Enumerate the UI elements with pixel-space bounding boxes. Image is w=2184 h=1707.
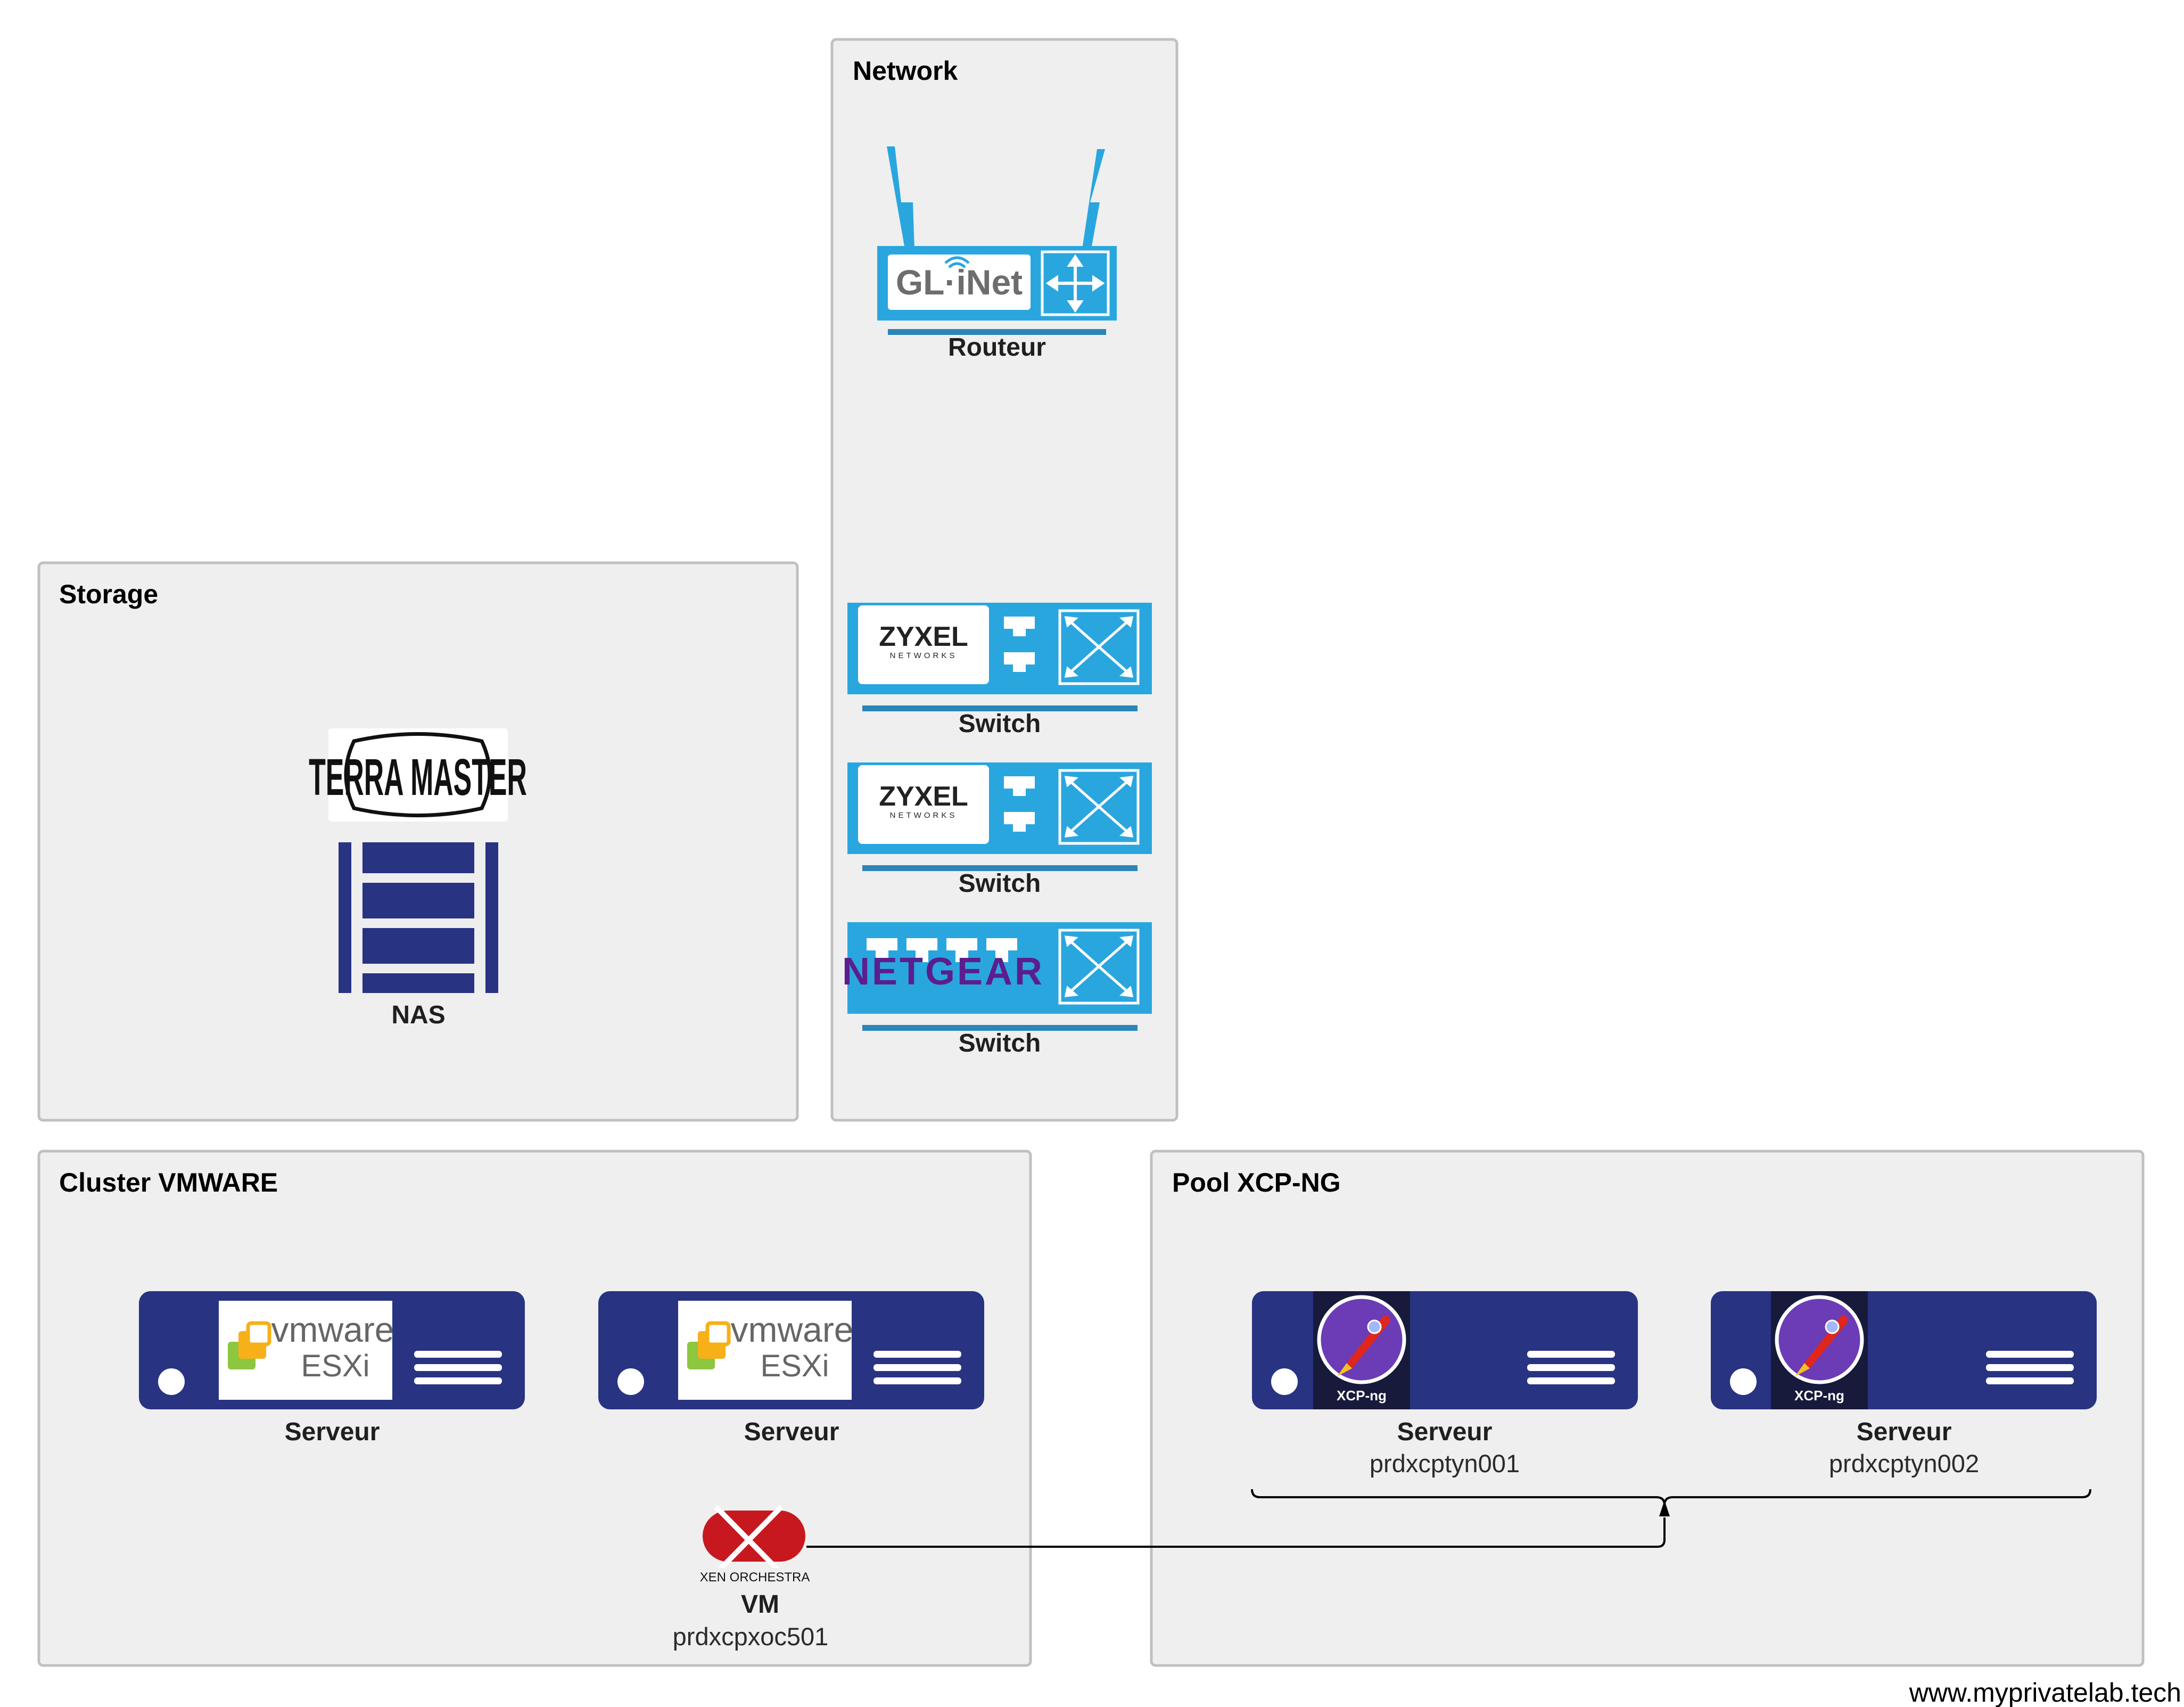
vm-hostname: prdxcpxoc501	[673, 1622, 829, 1651]
switch-label: Switch	[959, 869, 1041, 898]
vmware-logo: vmware	[271, 1310, 394, 1349]
port-icon	[1004, 776, 1035, 832]
router-node: GL·iNet Routeur	[877, 146, 1117, 362]
zyxel-logo: ZYXEL	[879, 621, 968, 652]
antenna-icon	[887, 146, 914, 249]
terramaster-logo-badge	[344, 732, 492, 817]
group-pool-xcpng: Pool XCP-NG	[1150, 1150, 2145, 1667]
xcpng-logo: XCP-ng	[1794, 1388, 1844, 1404]
server-chassis	[1252, 1291, 1638, 1409]
router-label: Routeur	[948, 333, 1046, 362]
server-vents-icon	[414, 1351, 502, 1384]
xo-logo-text: XEN ORCHESTRA	[700, 1570, 810, 1585]
esxi-server-1: vmware ESXi Serveur	[139, 1291, 525, 1446]
power-led-icon	[158, 1368, 185, 1395]
group-title-storage: Storage	[59, 579, 158, 609]
group-title-cluster: Cluster VMWARE	[59, 1168, 278, 1197]
server-label: Serveur	[1857, 1418, 1952, 1446]
zyxel-logo: ZYXEL	[879, 781, 968, 812]
group-title-pool: Pool XCP-NG	[1172, 1168, 1341, 1197]
switch-cross-icon	[1058, 929, 1140, 1005]
server-chassis	[1711, 1291, 2097, 1409]
server-vents-icon	[1986, 1351, 2074, 1384]
group-storage: Storage	[37, 561, 799, 1122]
zyxel-logo-panel	[858, 765, 989, 844]
arrowhead-icon	[1659, 1500, 1670, 1516]
group-title-network: Network	[853, 56, 958, 86]
esxi-server-2: vmware ESXi Serveur	[598, 1291, 984, 1446]
server-hostname: prdxcptyn001	[1370, 1449, 1520, 1478]
switch-cross-icon	[1058, 769, 1140, 845]
vm-node: XEN ORCHESTRA VM prdxcpxoc501	[673, 1505, 829, 1651]
xcpng-rocket-icon	[1775, 1295, 1864, 1384]
power-led-icon	[617, 1368, 644, 1395]
netgear-logo: NETGEAR	[842, 950, 1044, 993]
zyxel-logo-sub: NETWORKS	[890, 651, 958, 660]
glinet-logo: GL·iNet	[896, 262, 1023, 302]
xcpng-logo: XCP-ng	[1337, 1388, 1387, 1404]
terramaster-logo: TERRA MASTER	[309, 748, 527, 806]
switch-node-zyxel-1: ZYXEL NETWORKS Switch	[847, 603, 1152, 738]
router-arrows-icon	[1041, 250, 1110, 316]
switch-node-zyxel-2: ZYXEL NETWORKS Switch	[847, 762, 1152, 898]
xcpng-rocket-icon	[1317, 1295, 1406, 1384]
esxi-logo: ESXi	[761, 1349, 829, 1383]
switch-cross-icon	[1058, 609, 1140, 685]
port-icon	[1004, 617, 1035, 672]
nas-label: NAS	[391, 1001, 445, 1029]
zyxel-logo-sub: NETWORKS	[890, 811, 958, 820]
vsphere-icon	[687, 1321, 731, 1369]
vsphere-icon	[228, 1321, 271, 1369]
watermark: www.myprivatelab.tech	[1909, 1678, 2181, 1707]
switch-node-netgear: NETGEAR Switch	[842, 922, 1152, 1057]
switch-base-bar	[862, 865, 1138, 871]
power-led-icon	[1271, 1368, 1298, 1395]
switch-label: Switch	[959, 1029, 1041, 1057]
vm-label: VM	[741, 1590, 779, 1619]
wifi-icon	[944, 256, 970, 268]
router-base-bar	[888, 329, 1106, 335]
switch-base-bar	[862, 705, 1138, 711]
switch-base-bar	[862, 1025, 1138, 1031]
switch-label: Switch	[959, 710, 1041, 738]
esxi-logo: ESXi	[301, 1349, 370, 1383]
server-hostname: prdxcptyn002	[1829, 1449, 1979, 1478]
power-led-icon	[1730, 1368, 1757, 1395]
vmware-logo: vmware	[730, 1310, 853, 1349]
antenna-icon	[1082, 149, 1105, 249]
xcpng-server-1: XCP-ng Serveur prdxcptyn001	[1252, 1291, 1638, 1478]
server-label: Serveur	[285, 1418, 380, 1446]
server-label: Serveur	[744, 1418, 839, 1446]
vm-to-pool-connector	[806, 1517, 1666, 1548]
port-icon	[867, 938, 1017, 962]
server-vents-icon	[1527, 1351, 1615, 1384]
nas-node: TERRA MASTER NAS	[309, 728, 527, 1029]
router-logo-panel	[888, 255, 1031, 310]
server-vents-icon	[873, 1351, 961, 1384]
zyxel-logo-panel	[858, 605, 989, 684]
xcpng-server-2: XCP-ng Serveur prdxcptyn002	[1711, 1291, 2097, 1478]
server-label: Serveur	[1397, 1418, 1493, 1446]
